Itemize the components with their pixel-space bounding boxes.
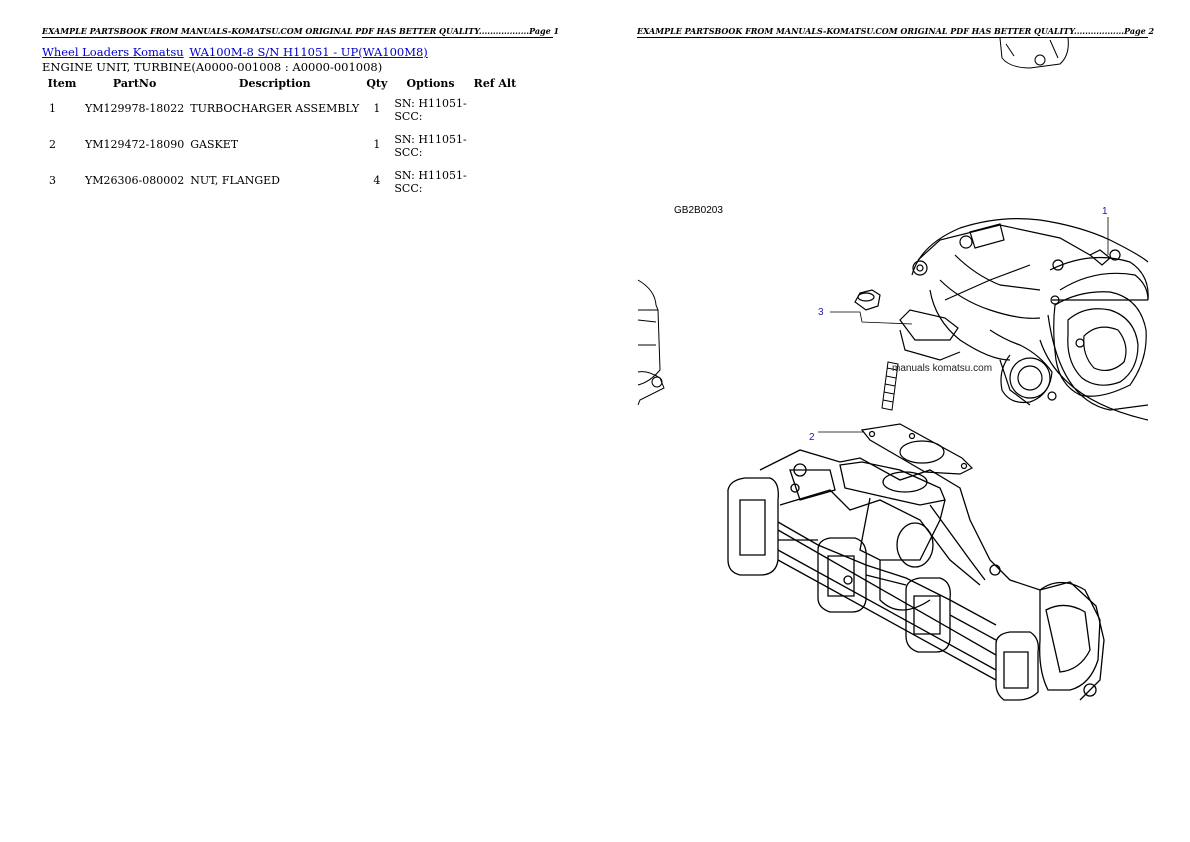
- col-header-item: Item: [47, 77, 77, 90]
- turbocharger-assembly: [899, 218, 1149, 421]
- page-header-2: EXAMPLE PARTSBOOK FROM MANUALS-KOMATSU.C…: [637, 26, 1155, 38]
- cell-refalt: [470, 132, 521, 168]
- cell-qty: 4: [373, 174, 381, 187]
- options-line1: SN: H11051-: [394, 169, 467, 182]
- cell-description: GASKET: [190, 138, 239, 151]
- gasket: [860, 423, 974, 475]
- table-row: 3 YM26306-080002 NUT, FLANGED 4 SN: H110…: [42, 168, 520, 204]
- page-header-1: EXAMPLE PARTSBOOK FROM MANUALS-KOMATSU.C…: [42, 26, 560, 38]
- parts-table: Item PartNo Description Qty Options Ref …: [42, 76, 520, 204]
- cell-partno: YM26306-080002: [85, 174, 185, 187]
- cell-partno: YM129472-18090: [85, 138, 185, 151]
- callout-3: 3: [818, 307, 824, 318]
- col-header-partno: PartNo: [112, 77, 157, 90]
- breadcrumb-link-model[interactable]: WA100M-8 S/N H11051 - UP(WA100M8): [189, 45, 428, 59]
- options-line1: SN: H11051-: [394, 97, 467, 110]
- breadcrumb: Wheel Loaders Komatsu WA100M-8 S/N H1105…: [42, 45, 428, 59]
- col-header-refalt: Ref Alt: [473, 77, 517, 90]
- callout-1: 1: [1102, 206, 1108, 217]
- figure-fragment-left: [637, 279, 665, 406]
- cell-refalt: [470, 168, 521, 204]
- leader-lines: [818, 217, 1109, 433]
- cell-refalt: [470, 96, 521, 132]
- section-title: ENGINE UNIT, TURBINE(A0000-001008 : A000…: [42, 60, 383, 74]
- cell-qty: 1: [373, 138, 381, 151]
- table-row: 2 YM129472-18090 GASKET 1 SN: H11051-SCC…: [42, 132, 520, 168]
- flanged-nut: [854, 289, 881, 311]
- stud-bolt: [881, 361, 899, 411]
- col-header-qty: Qty: [366, 77, 388, 90]
- figure-fragment-top: [999, 37, 1069, 69]
- cell-item: 3: [49, 174, 56, 187]
- watermark-text: manuals komatsu.com: [892, 363, 992, 374]
- cell-qty: 1: [373, 102, 381, 115]
- options-line2: SCC:: [394, 110, 423, 123]
- cell-options: SN: H11051-SCC:: [391, 132, 469, 168]
- parts-diagram: GB2B0203 1 3 2 manuals komatsu.com: [637, 37, 1149, 701]
- cell-description: NUT, FLANGED: [190, 174, 280, 187]
- cell-options: SN: H11051-SCC:: [391, 96, 469, 132]
- col-header-options: Options: [406, 77, 455, 90]
- cell-partno: YM129978-18022: [85, 102, 185, 115]
- options-line2: SCC:: [394, 182, 423, 195]
- table-row: 1 YM129978-18022 TURBOCHARGER ASSEMBLY 1…: [42, 96, 520, 132]
- cell-item: 1: [49, 102, 56, 115]
- col-header-description: Description: [238, 77, 311, 90]
- options-line2: SCC:: [394, 146, 423, 159]
- callout-2: 2: [809, 432, 815, 443]
- cell-item: 2: [49, 138, 56, 151]
- breadcrumb-link-category[interactable]: Wheel Loaders Komatsu: [42, 45, 184, 59]
- diagram-code: GB2B0203: [674, 205, 723, 216]
- options-line1: SN: H11051-: [394, 133, 467, 146]
- cell-description: TURBOCHARGER ASSEMBLY: [190, 102, 360, 115]
- exhaust-manifold: [727, 449, 1105, 701]
- table-header-row: Item PartNo Description Qty Options Ref …: [42, 76, 520, 96]
- cell-options: SN: H11051-SCC:: [391, 168, 469, 204]
